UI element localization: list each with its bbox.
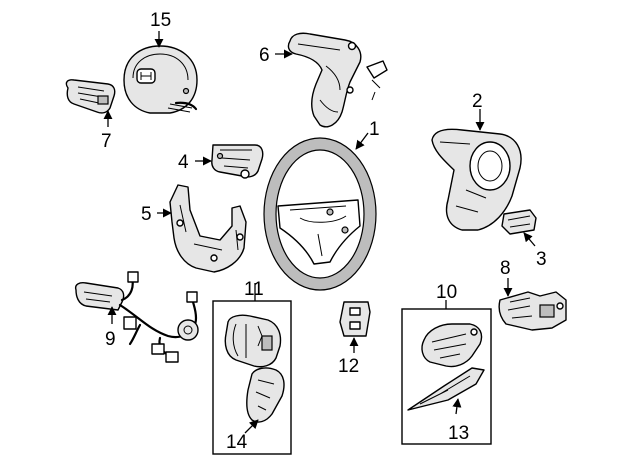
callout-1: 1 <box>369 119 380 140</box>
part-8-switch-assembly[interactable] <box>498 291 567 331</box>
callout-7: 7 <box>101 131 112 152</box>
callout-6: 6 <box>259 45 270 66</box>
callout-13: 13 <box>448 423 469 444</box>
part-4-bracket[interactable] <box>211 144 264 179</box>
part-13-cover[interactable] <box>407 367 485 411</box>
part-1-steering-wheel[interactable] <box>263 137 377 291</box>
callout-5: 5 <box>141 204 152 225</box>
part-3-small-bracket[interactable] <box>501 209 537 235</box>
part-9-harness[interactable] <box>74 271 199 363</box>
part-7-switch[interactable] <box>65 79 116 114</box>
callout-3: 3 <box>536 249 547 270</box>
part-2-cover[interactable] <box>431 128 522 231</box>
part-6-rear-cover[interactable] <box>287 32 388 128</box>
part-15-airbag-module[interactable] <box>123 45 198 114</box>
h-emblem-icon <box>136 68 156 84</box>
callout-2: 2 <box>472 91 483 112</box>
callout-11: 11 <box>244 279 264 300</box>
callout-4: 4 <box>178 152 189 173</box>
part-11-switch[interactable] <box>224 314 282 368</box>
callout-10: 10 <box>436 282 457 303</box>
callout-9: 9 <box>105 329 116 350</box>
kit-box-11 <box>212 300 292 455</box>
callout-8: 8 <box>500 258 511 279</box>
callout-15: 15 <box>150 10 171 31</box>
part-5-frame[interactable] <box>169 184 247 273</box>
part-12-bracket[interactable] <box>339 301 371 337</box>
callout-12: 12 <box>338 356 359 377</box>
callout-14: 14 <box>226 432 248 453</box>
part-14-cover[interactable] <box>246 367 285 423</box>
part-10-switch[interactable] <box>421 323 483 368</box>
